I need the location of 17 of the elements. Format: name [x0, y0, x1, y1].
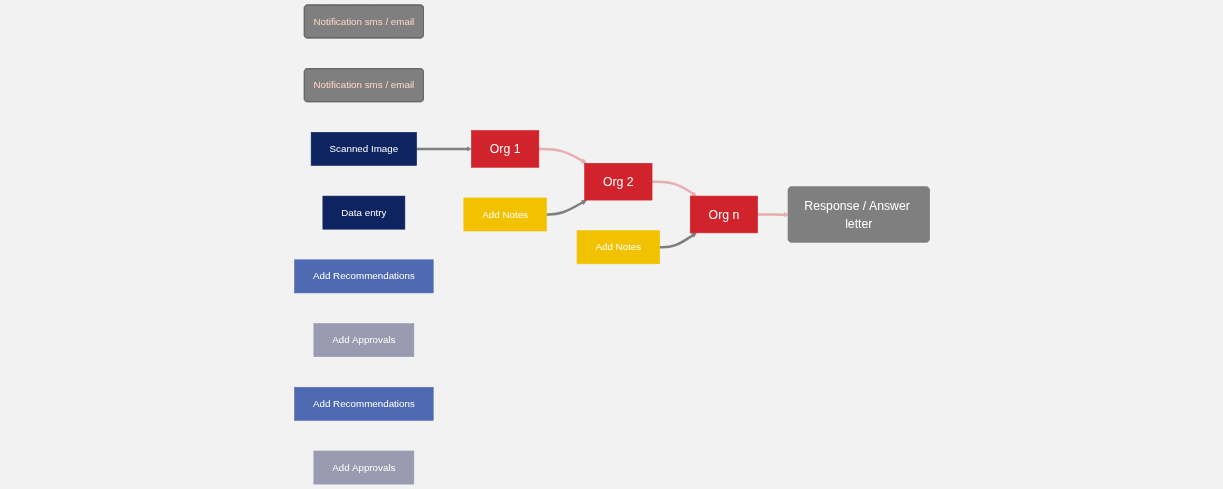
arrow: [651, 180, 697, 197]
node-box: Add Recommendations: [293, 259, 434, 294]
node-box: Add Recommendations: [293, 386, 434, 421]
node-box: Data entry: [322, 195, 405, 230]
arrow: [659, 232, 697, 249]
arrow: [757, 212, 789, 218]
arrow: [538, 147, 587, 164]
arrow: [416, 146, 472, 152]
node-box: Add Approvals: [313, 450, 414, 485]
node-box: Org 2: [583, 163, 652, 201]
node-box: Scanned Image: [310, 132, 417, 166]
arrow: [546, 199, 587, 216]
node-box: Add Approvals: [313, 323, 414, 357]
node-box: Add Notes: [576, 230, 660, 265]
node-box: Add Notes: [463, 197, 547, 232]
node-box: Org 1: [470, 130, 539, 168]
node-box: Org n: [689, 195, 758, 234]
